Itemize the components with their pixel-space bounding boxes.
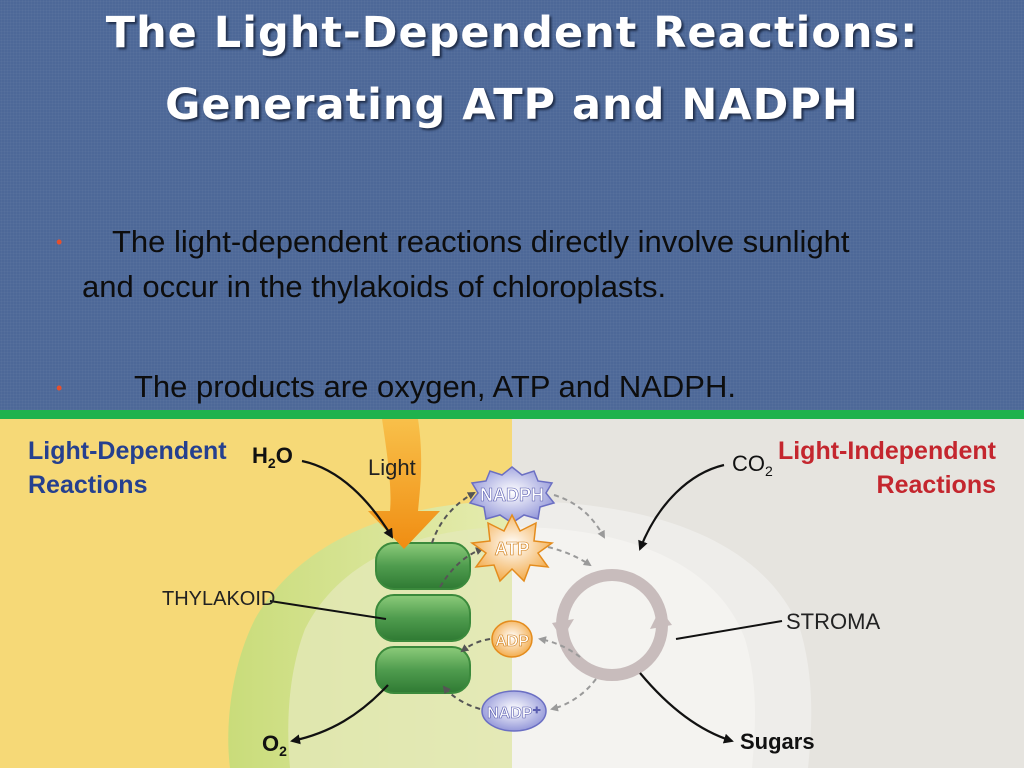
right-title-line-2: Reactions [877, 471, 996, 499]
thylakoid-pointer [269, 600, 387, 620]
thylakoid-stack [375, 542, 471, 694]
flow-adp-to-stack [460, 638, 491, 653]
nadph-label: NADPH [480, 485, 544, 505]
light-label: Light [368, 455, 416, 480]
flow-stack-to-atp [439, 547, 484, 588]
nadp-molecule: NADP⁺ [481, 690, 547, 732]
adp-molecule: ADP [491, 620, 533, 658]
o2-label: O2 [262, 731, 287, 759]
flow-cycle-to-nadp [550, 678, 597, 712]
stroma-label: STROMA [786, 609, 880, 634]
photosynthesis-diagram: NADPH ATP ADP NADP⁺ Light-Dependent Reac… [0, 419, 1024, 768]
bullet-marker-1: • [56, 232, 63, 252]
green-divider-bar [0, 410, 1024, 419]
h2o-arrow [301, 459, 394, 539]
co2-label: CO2 [732, 451, 773, 479]
atp-label: ATP [495, 539, 530, 559]
left-title-line-1: Light-Dependent [28, 437, 227, 465]
o2-arrow [290, 684, 389, 745]
bullet-1-line-2: and occur in the thylakoids of chloropla… [82, 269, 667, 304]
sugars-label: Sugars [740, 729, 815, 754]
nadp-label: NADP⁺ [487, 705, 541, 722]
slide-title-line-1: The Light-Dependent Reactions: [105, 8, 919, 58]
h2o-label: H2O [252, 443, 293, 471]
sugars-arrow [639, 672, 734, 744]
thylakoid-label: THYLAKOID [162, 588, 275, 610]
light-arrow [368, 419, 440, 549]
bullet-1-line-1: The light-dependent reactions directly i… [112, 224, 850, 259]
nadph-molecule: NADPH [468, 466, 556, 524]
slide-title-line-2: Generating ATP and NADPH [165, 80, 859, 130]
flow-nadp-to-stack [442, 685, 481, 710]
co2-arrow [638, 463, 725, 551]
right-title-line-1: Light-Independent [778, 437, 997, 465]
flow-cycle-to-adp [538, 636, 581, 658]
stroma-pointer [675, 620, 783, 640]
adp-label: ADP [495, 633, 529, 650]
left-title-line-2: Reactions [28, 471, 147, 499]
bullet-marker-2: • [56, 378, 63, 398]
atp-molecule: ATP [469, 513, 555, 583]
flow-atp-to-cycle [547, 546, 592, 567]
bullet-2-line-1: The products are oxygen, ATP and NADPH. [134, 369, 736, 404]
